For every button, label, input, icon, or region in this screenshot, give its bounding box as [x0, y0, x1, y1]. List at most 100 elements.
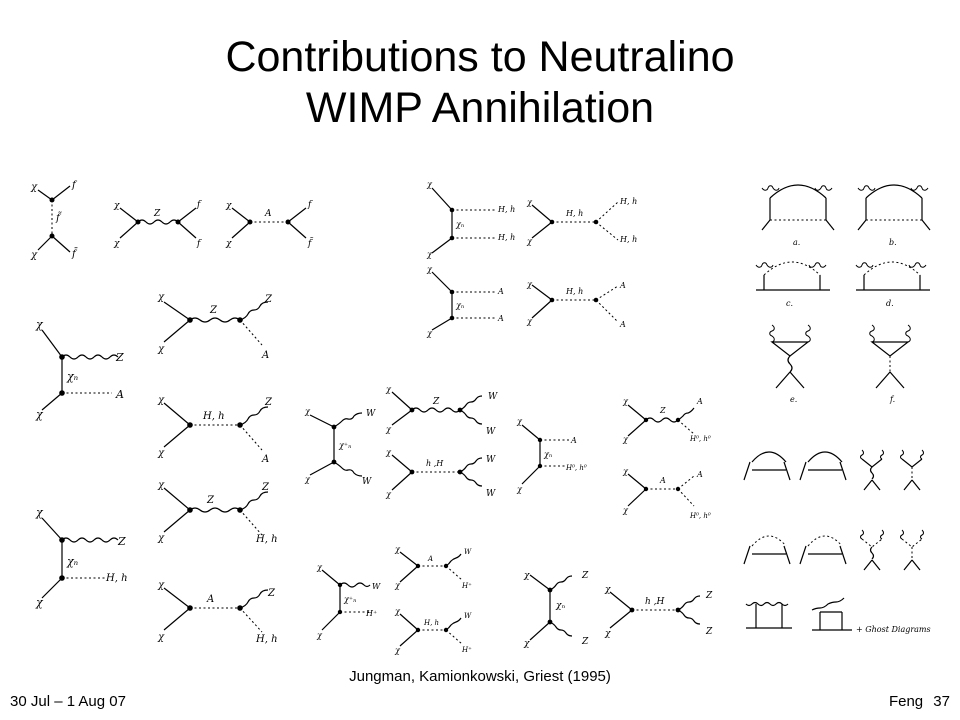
chi-label: χ: [523, 571, 530, 581]
chi-label: χ: [35, 408, 44, 421]
z-label: Z: [264, 397, 273, 408]
chi-label: χ: [157, 292, 165, 303]
z-label: Z: [267, 588, 276, 599]
photon-loops-row-2: [743, 529, 924, 571]
chi-label: χ: [394, 581, 401, 590]
a-diagram-label: a.: [793, 238, 800, 247]
z-label: Z: [153, 209, 161, 219]
chi-label: χ: [157, 344, 165, 355]
chi-label: χ: [622, 435, 629, 444]
diagram-ah0-s: χ χ A A H⁰, h⁰: [622, 467, 711, 520]
w-label: W: [372, 582, 381, 591]
chi-label: χ: [304, 407, 311, 416]
a-label: A: [659, 476, 666, 485]
h-label: H, h: [497, 233, 515, 242]
f-label: f: [71, 180, 78, 191]
chi-label: χ: [516, 485, 523, 494]
b-diagram-label: b.: [889, 238, 897, 247]
diagram-col2-2: χ χ H, h Z A: [157, 395, 273, 465]
a-label: A: [497, 287, 504, 296]
diagram-zh0-s: χ χ Z A H⁰, h⁰: [622, 397, 711, 444]
z-label: Z: [115, 351, 124, 364]
z-label: Z: [705, 627, 713, 637]
chi-label: χ: [526, 237, 533, 246]
diagram-ah0-t: χ χ χₙ A H⁰, h⁰: [516, 417, 587, 494]
h0-label: H⁰, h⁰: [689, 435, 711, 443]
w-label: W: [464, 548, 472, 556]
diagram-zz-s: χ χ h ,H Z Z: [604, 585, 713, 639]
chi-label: χ: [35, 318, 44, 331]
z-label: Z: [705, 591, 713, 601]
f-diagram-label: f.: [889, 395, 895, 404]
diagram-hh-s: χ χ H, h H, h H, h: [526, 197, 637, 246]
chi-label: χ: [316, 563, 323, 572]
z-label: Z: [206, 495, 215, 506]
chi-label: χ: [157, 580, 165, 591]
chi-label: χ: [394, 545, 401, 554]
slide-title: Contributions to Neutralino WIMP Annihil…: [0, 32, 960, 134]
loop-diagram-e: e.: [769, 324, 811, 404]
w-label: W: [362, 477, 372, 487]
loop-diagram-d: d.: [855, 261, 930, 308]
diagram-aa-s: χ χ H, h A A: [526, 280, 626, 329]
w-label: W: [486, 489, 496, 499]
chi-label: χ: [526, 198, 533, 207]
diagram-wh-s-h: χ χ H, h W H⁺: [394, 607, 472, 655]
z-label: Z: [117, 535, 126, 548]
diagram-col2-4: χ χ A Z H, h: [157, 580, 278, 645]
f-label: f: [307, 200, 313, 210]
chi-label: χ: [426, 180, 433, 189]
chi-label: χ: [526, 280, 533, 289]
chi-n-label: χₙ: [455, 301, 464, 310]
h-plus-label: H⁺: [365, 609, 377, 618]
diagram-ww-z: χ χ Z W W: [385, 385, 498, 437]
z-label: Z: [581, 637, 589, 647]
h-label: H, h: [565, 287, 583, 296]
photon-loops-row-3: + Ghost Diagrams: [745, 597, 931, 634]
chi-label: χ: [622, 397, 629, 406]
e-diagram-label: e.: [790, 395, 797, 404]
h-label: h ,H: [426, 459, 444, 468]
chi-label: χ: [426, 250, 433, 259]
w-label: W: [464, 612, 472, 620]
loop-diagram-f: f.: [869, 324, 911, 404]
a-label: A: [206, 594, 214, 605]
h-plus-label: H⁺: [461, 582, 472, 590]
a-label: A: [261, 350, 269, 361]
chi-label: χ: [225, 239, 232, 249]
loop-diagram-a: a.: [761, 184, 835, 247]
chi-n-label: χₙ: [66, 370, 78, 383]
title-line-2: WIMP Annihilation: [305, 84, 655, 132]
h0-label: H⁰, h⁰: [689, 512, 711, 520]
diagram-ff-a: χ χ A f f̃: [225, 200, 313, 249]
chi-label: χ: [385, 425, 392, 434]
w-label: W: [486, 427, 496, 437]
h-label: H, h: [105, 573, 128, 584]
z-label: Z: [264, 294, 273, 305]
a-label: A: [696, 397, 703, 406]
chi-label: χ: [225, 201, 232, 211]
citation: Jungman, Kamionkowski, Griest (1995): [349, 668, 611, 685]
diagram-ww-h: χ χ h ,H W W: [385, 448, 496, 499]
w-label: W: [486, 455, 496, 465]
h-label: H, h: [202, 411, 225, 422]
ghost-diagrams-label: + Ghost Diagrams: [856, 625, 931, 634]
z-label: Z: [581, 571, 589, 581]
chi-n-label: χₙ: [555, 601, 565, 611]
chi-label: χ: [157, 395, 165, 406]
chi-label: χ: [113, 239, 120, 249]
diagram-col2-1: χ χ Z Z A: [157, 292, 273, 361]
a-label: A: [570, 436, 577, 445]
loop-diagram-c: c.: [755, 261, 830, 308]
chi-label: χ: [157, 533, 165, 544]
chi-label: χ: [526, 317, 533, 326]
h-label: H, h: [255, 634, 278, 645]
photon-loops-row-1: [743, 449, 924, 491]
chi-n-label: χₙ: [543, 450, 552, 459]
chi-plus-label: χ⁺ₙ: [338, 441, 351, 450]
a-label: A: [261, 454, 269, 465]
diagram-wh-t: χ χ χ⁺ₙ W H⁺: [316, 563, 381, 640]
h-label: H, h: [619, 235, 637, 244]
loop-diagram-b: b.: [857, 184, 931, 247]
diagram-zh-t-channel: χ χ χₙ Z H, h: [35, 506, 128, 609]
